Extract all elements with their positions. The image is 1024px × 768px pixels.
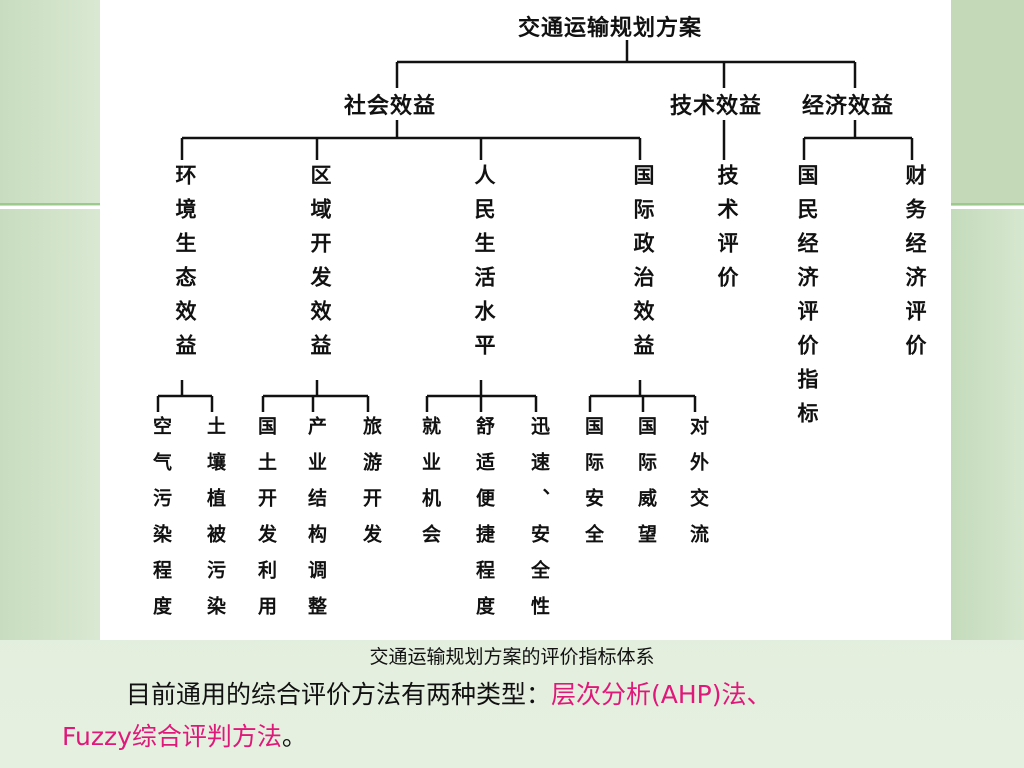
body-paragraph: 目前通用的综合评价方法有两种类型：层次分析(AHP)法、 Fuzzy综合评判方法。: [62, 674, 1002, 758]
slide-left-panel: [0, 0, 100, 640]
body-end: 。: [281, 722, 307, 751]
body-highlight-ahp: 层次分析(AHP)法、: [551, 680, 772, 709]
node-air-pollution: 空气污染程度: [150, 416, 172, 632]
node-region-benefit: 区域开发效益: [308, 164, 333, 368]
node-intl-benefit: 国际政治效益: [631, 164, 656, 368]
node-intl-prestige: 国际威望: [635, 416, 657, 560]
node-tech-evaluation: 技术评价: [715, 164, 740, 300]
node-employment: 就业机会: [419, 416, 441, 560]
node-soil-pollution: 土壤植被污染: [204, 416, 226, 632]
node-econ-benefit: 经济效益: [802, 93, 895, 119]
body-intro: 目前通用的综合评价方法有两种类型：: [126, 680, 552, 709]
node-tech-benefit: 技术效益: [670, 93, 763, 119]
node-living-standard: 人民生活水平: [472, 164, 497, 368]
node-foreign-exchange: 对外交流: [687, 416, 709, 560]
node-comfort: 舒适便捷程度: [473, 416, 495, 632]
node-finance-evaluation: 财务经济评价: [903, 164, 928, 368]
node-speed-safety: 迅速、安全性: [528, 416, 550, 632]
node-intl-security: 国际安全: [582, 416, 604, 560]
node-national-econ-index: 国民经济评价指标: [795, 164, 820, 436]
node-tourism: 旅游开发: [360, 416, 382, 560]
body-highlight-fuzzy: Fuzzy综合评判方法: [62, 722, 282, 751]
slide-corner-block: [951, 0, 1024, 205]
node-social-benefit: 社会效益: [344, 93, 437, 119]
diagram-connectors: [156, 40, 914, 412]
node-root: 交通运输规划方案: [518, 15, 703, 41]
node-industry-structure: 产业结构调整: [305, 416, 327, 632]
diagram-caption: 交通运输规划方案的评价指标体系: [369, 646, 655, 668]
node-land-development: 国土开发利用: [255, 416, 277, 632]
node-env-benefit: 环境生态效益: [173, 164, 198, 368]
diagram-image: 交通运输规划方案 社会效益 技术效益 经济效益 环境生态效益 区域开发效益 人民…: [100, 0, 951, 640]
